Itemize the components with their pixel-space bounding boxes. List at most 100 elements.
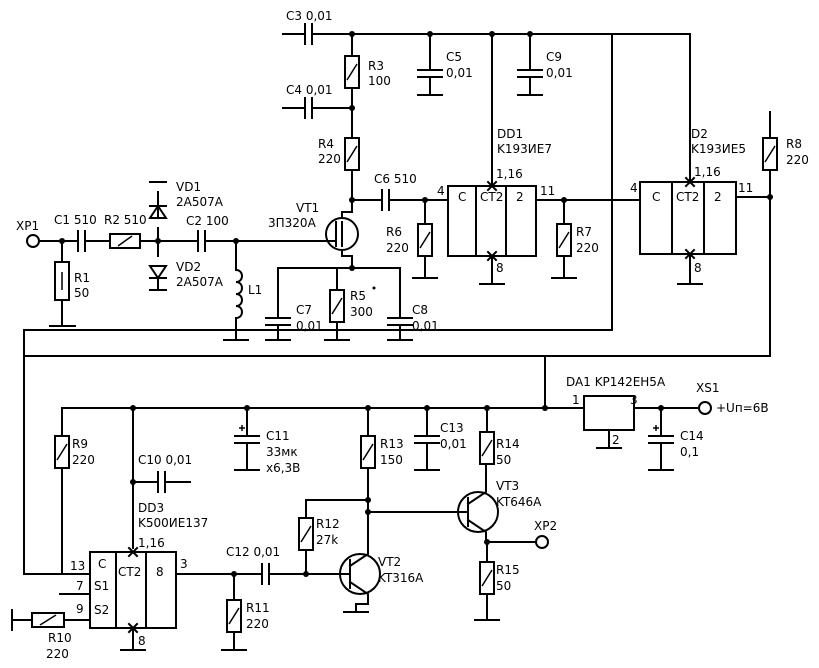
label-xp1: XP1 — [16, 219, 39, 233]
label-c1: C1 510 — [54, 213, 97, 227]
label-r8-val: 220 — [786, 153, 809, 167]
label-c8-ref: C8 — [412, 303, 428, 317]
d2-q-label: 2 — [714, 190, 722, 204]
label-r4-val: 220 — [318, 152, 341, 166]
label-r11-val: 220 — [246, 617, 269, 631]
label-r1-val: 50 — [74, 286, 89, 300]
label-c5-val: 0,01 — [446, 66, 473, 80]
label-vd2-type: 2A507A — [176, 275, 224, 289]
d2-pin-out: 11 — [738, 181, 753, 195]
dd1-pin-out: 11 — [540, 184, 555, 198]
label-r9-ref: R9 — [72, 437, 88, 451]
label-c14-ref: C14 — [680, 429, 704, 443]
da1-pin2: 2 — [612, 433, 620, 447]
label-r4-ref: R4 — [318, 137, 334, 151]
chip-labels: C CT2 2 4 11 1,16 8 C CT2 2 4 11 1,16 8 … — [70, 165, 753, 648]
label-supply-voltage: +Uп=6В — [716, 401, 769, 415]
label-r10-val: 220 — [46, 647, 69, 661]
dd1-chip — [447, 33, 641, 285]
input-stage — [26, 181, 271, 341]
label-vt2-ref: VT2 — [378, 555, 401, 569]
label-vt3-type: KT646A — [496, 495, 542, 509]
label-c11-voltage: х6,3В — [266, 461, 300, 475]
label-r15-val: 50 — [496, 579, 511, 593]
label-r8-ref: R8 — [786, 137, 802, 151]
label-r12-val: 27k — [316, 533, 338, 547]
label-xs1: XS1 — [696, 381, 719, 395]
label-c7-ref: C7 — [296, 303, 312, 317]
label-vd2-ref: VD2 — [176, 260, 201, 274]
label-c8-val: 0,01 — [412, 319, 439, 333]
label-c10: C10 0,01 — [138, 453, 192, 467]
label-r5-val: 300 — [350, 305, 373, 319]
dd3-s2-label: S2 — [94, 603, 109, 617]
label-c4: C4 0,01 — [286, 83, 333, 97]
dd3-q-label: 8 — [156, 565, 164, 579]
dd1-q-label: 2 — [516, 190, 524, 204]
label-c3: C3 0,01 — [286, 9, 333, 23]
label-dd3-type: K500ИЕ137 — [138, 516, 208, 530]
d2-c-label: C — [652, 190, 660, 204]
dd3-pin-s2: 9 — [76, 602, 84, 616]
vt2-symbol — [339, 553, 381, 595]
dd3-pin-c: 13 — [70, 559, 85, 573]
d2-pin-gnd: 8 — [694, 261, 702, 275]
label-r6-val: 220 — [386, 241, 409, 255]
label-vt3-ref: VT3 — [496, 479, 519, 493]
xp2-connector — [535, 535, 549, 549]
label-r3-val: 100 — [368, 74, 391, 88]
output-stage — [298, 407, 549, 621]
vt3-symbol — [457, 491, 499, 533]
label-c12: C12 0,01 — [226, 545, 280, 559]
label-vd1-type: 2A507A — [176, 195, 224, 209]
label-r9-val: 220 — [72, 453, 95, 467]
label-d2-type: K193ИЕ5 — [691, 142, 746, 156]
label-c13-val: 0,01 — [440, 437, 467, 451]
dd3-pin-s1: 7 — [76, 579, 84, 593]
label-vt1-type: 3П320А — [268, 216, 317, 230]
label-r11-ref: R11 — [246, 601, 270, 615]
label-c13-ref: C13 — [440, 421, 464, 435]
dd3-c-label: C — [98, 557, 106, 571]
label-r3-ref: R3 — [368, 59, 384, 73]
label-vt1-ref: VT1 — [296, 201, 319, 215]
label-r5-ref: R5 — [350, 289, 366, 303]
da1-pin1: 1 — [572, 393, 580, 407]
dd1-c-label: C — [458, 190, 466, 204]
label-dd1-type: K193ИЕ7 — [497, 142, 552, 156]
label-dd1-ref: DD1 — [497, 127, 523, 141]
label-c5-ref: C5 — [446, 50, 462, 64]
label-r6-ref: R6 — [386, 225, 402, 239]
d2-pin-pwr: 1,16 — [694, 165, 721, 179]
label-c11-ref: C11 — [266, 429, 290, 443]
dd3-pin-gnd: 8 — [138, 634, 146, 648]
d2-pin-in: 4 — [630, 181, 638, 195]
component-labels: XP1 C1 510 R1 50 R2 510 VD1 2A507A VD2 2… — [16, 9, 809, 661]
label-r13-ref: R13 — [380, 437, 404, 451]
dd1-ct-label: CT2 — [480, 190, 503, 204]
label-r12-ref: R12 — [316, 517, 340, 531]
label-r14-ref: R14 — [496, 437, 520, 451]
label-dd3-ref: DD3 — [138, 501, 164, 515]
label-c2: C2 100 — [186, 214, 229, 228]
dd3-chip — [11, 407, 347, 651]
vt1-symbol — [325, 217, 359, 251]
vt1-stage — [23, 23, 691, 575]
dd3-pin-out: 3 — [180, 557, 188, 571]
dd1-pin-in: 4 — [437, 184, 445, 198]
label-r1-ref: R1 — [74, 271, 90, 285]
label-c14-val: 0,1 — [680, 445, 699, 459]
power-supply — [54, 355, 712, 575]
label-r10-ref: R10 — [48, 631, 72, 645]
label-r7-ref: R7 — [576, 225, 592, 239]
label-c11-val: 33мк — [266, 445, 298, 459]
dd1-pin-pwr: 1,16 — [496, 167, 523, 181]
dd3-ct-label: CT2 — [118, 565, 141, 579]
label-c9-val: 0,01 — [546, 66, 573, 80]
dd3-pin-pwr: 1,16 — [138, 536, 165, 550]
da1-pin3: 3 — [630, 393, 638, 407]
label-c7-val: 0,01 — [296, 319, 323, 333]
dd3-s1-label: S1 — [94, 579, 109, 593]
label-l1: L1 — [248, 283, 262, 297]
